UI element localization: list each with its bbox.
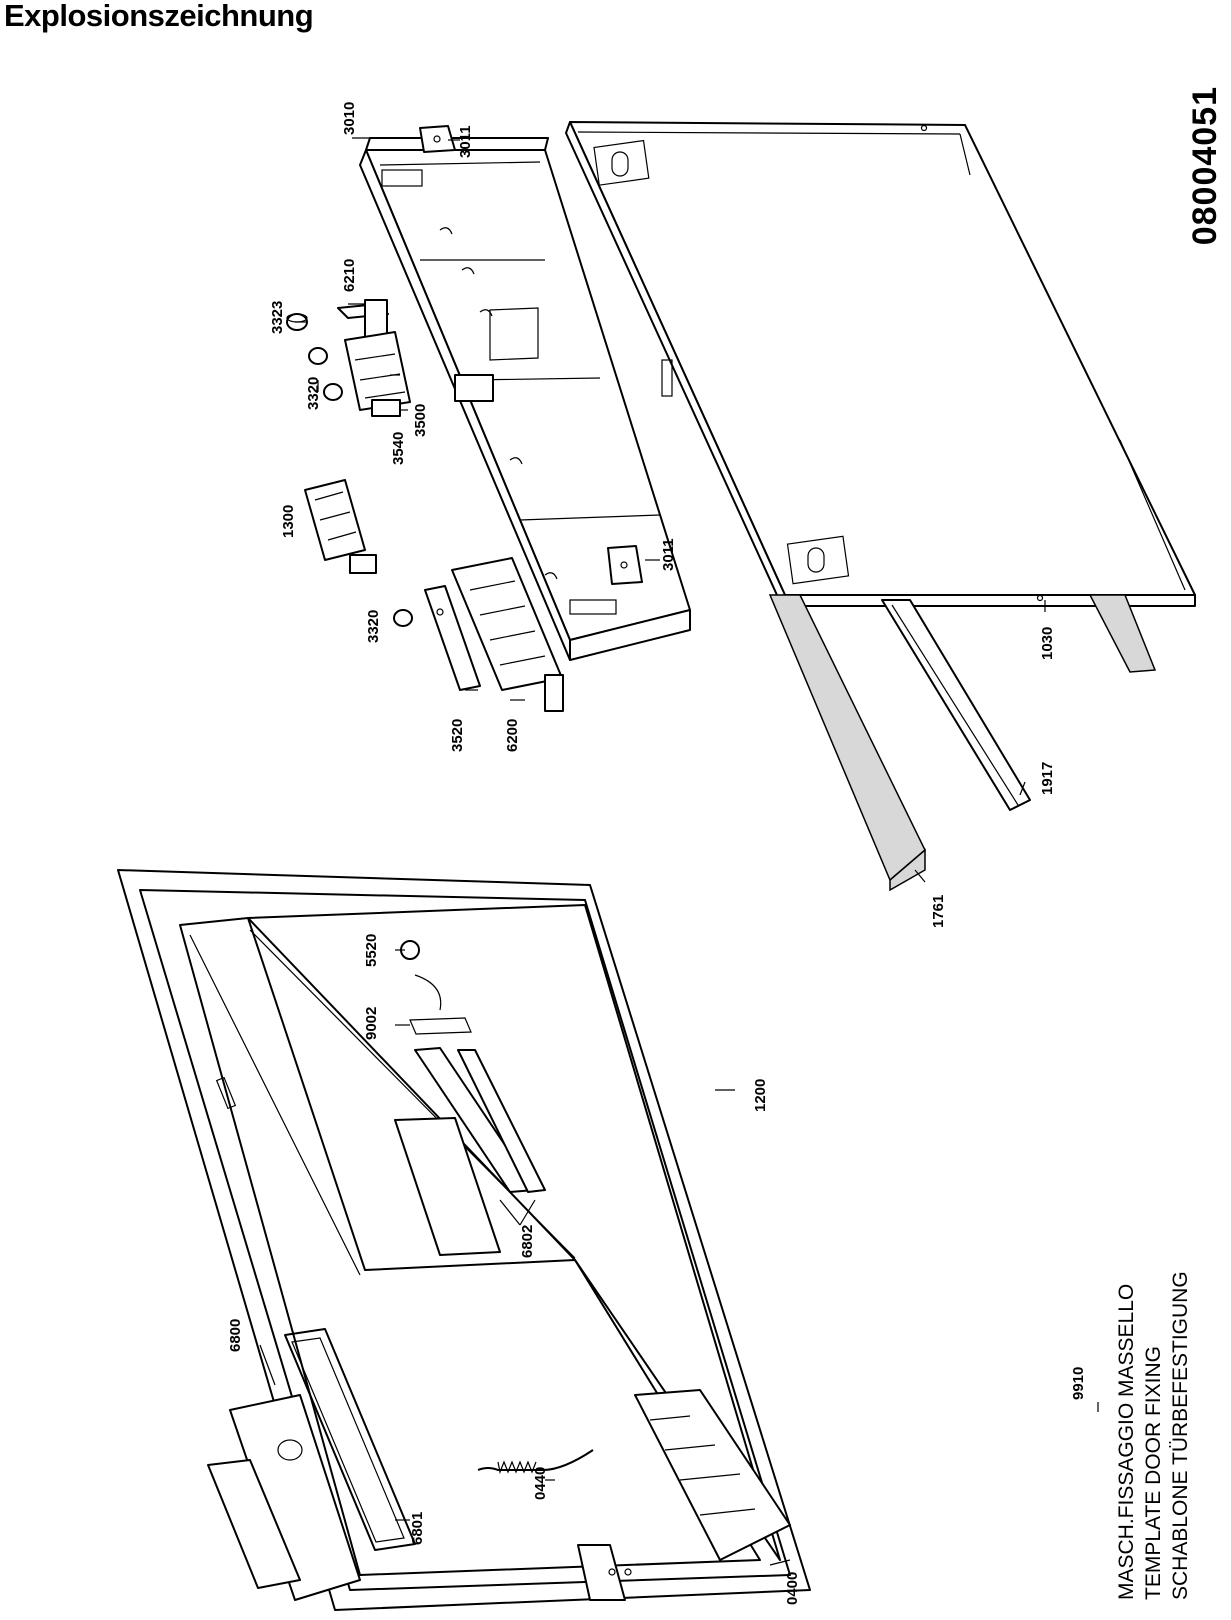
label-1200: 1200 (752, 1079, 769, 1112)
strip-3520 (424, 585, 481, 691)
door-lock-1300 (304, 479, 377, 574)
leader-lines (259, 137, 1099, 1566)
label-5520: 5520 (363, 934, 380, 967)
note-line-2: TEMPLATE DOOR FIXING (1142, 1346, 1165, 1600)
gasket-6801 (284, 1328, 416, 1551)
knob-3320-lower (393, 609, 413, 627)
note-line-3: SCHABLONE TÜRBEFESTIGUNG (1169, 1271, 1192, 1600)
part-labels: 3010 3011 6210 3323 3320 3540 3500 1300 … (227, 102, 1087, 1605)
electronic-module-6200 (451, 557, 564, 712)
label-1030: 1030 (1039, 627, 1056, 660)
label-9910: 9910 (1070, 1367, 1087, 1400)
label-9002: 9002 (363, 1007, 380, 1040)
label-1917: 1917 (1039, 762, 1056, 795)
label-6800: 6800 (227, 1319, 244, 1352)
label-0400: 0400 (784, 1572, 801, 1605)
label-6200: 6200 (504, 719, 521, 752)
note-line-1: MASCH.FISSAGGIO MASSELLO (1115, 1284, 1138, 1600)
label-6802: 6802 (519, 1225, 536, 1258)
knob-3320-upper (308, 347, 343, 401)
label-3011-bottom: 3011 (660, 538, 677, 571)
label-3520: 3520 (449, 719, 466, 752)
label-1761: 1761 (930, 895, 947, 928)
label-0440: 0440 (532, 1467, 549, 1500)
spring-0440 (477, 1449, 594, 1475)
insulation-strip-1761 (768, 594, 1157, 892)
dispenser-6800 (207, 1394, 361, 1601)
label-3500: 3500 (412, 404, 429, 437)
label-3010: 3010 (341, 102, 358, 135)
bracket-3011-top (419, 125, 456, 153)
control-panel-frame-3010 (359, 137, 691, 661)
template-note: MASCH.FISSAGGIO MASSELLO TEMPLATE DOOR F… (1115, 1271, 1192, 1600)
label-3011-top: 3011 (457, 125, 474, 158)
bracket-3011-bottom (607, 545, 643, 585)
hinge-0400 (577, 1389, 791, 1601)
control-unit-3500 (344, 331, 411, 417)
label-3323: 3323 (269, 301, 286, 334)
page-title: Explosionszeichnung (4, 0, 314, 33)
rail-1917 (881, 599, 1031, 811)
door-outer-panel-1030 (565, 121, 1196, 607)
switch-assembly-6210 (337, 299, 389, 341)
label-3320-upper: 3320 (305, 377, 322, 410)
label-6210: 6210 (341, 259, 358, 292)
label-1300: 1300 (280, 505, 297, 538)
label-3320-lower: 3320 (365, 610, 382, 643)
label-3540: 3540 (390, 432, 407, 465)
label-6801: 6801 (409, 1512, 426, 1545)
